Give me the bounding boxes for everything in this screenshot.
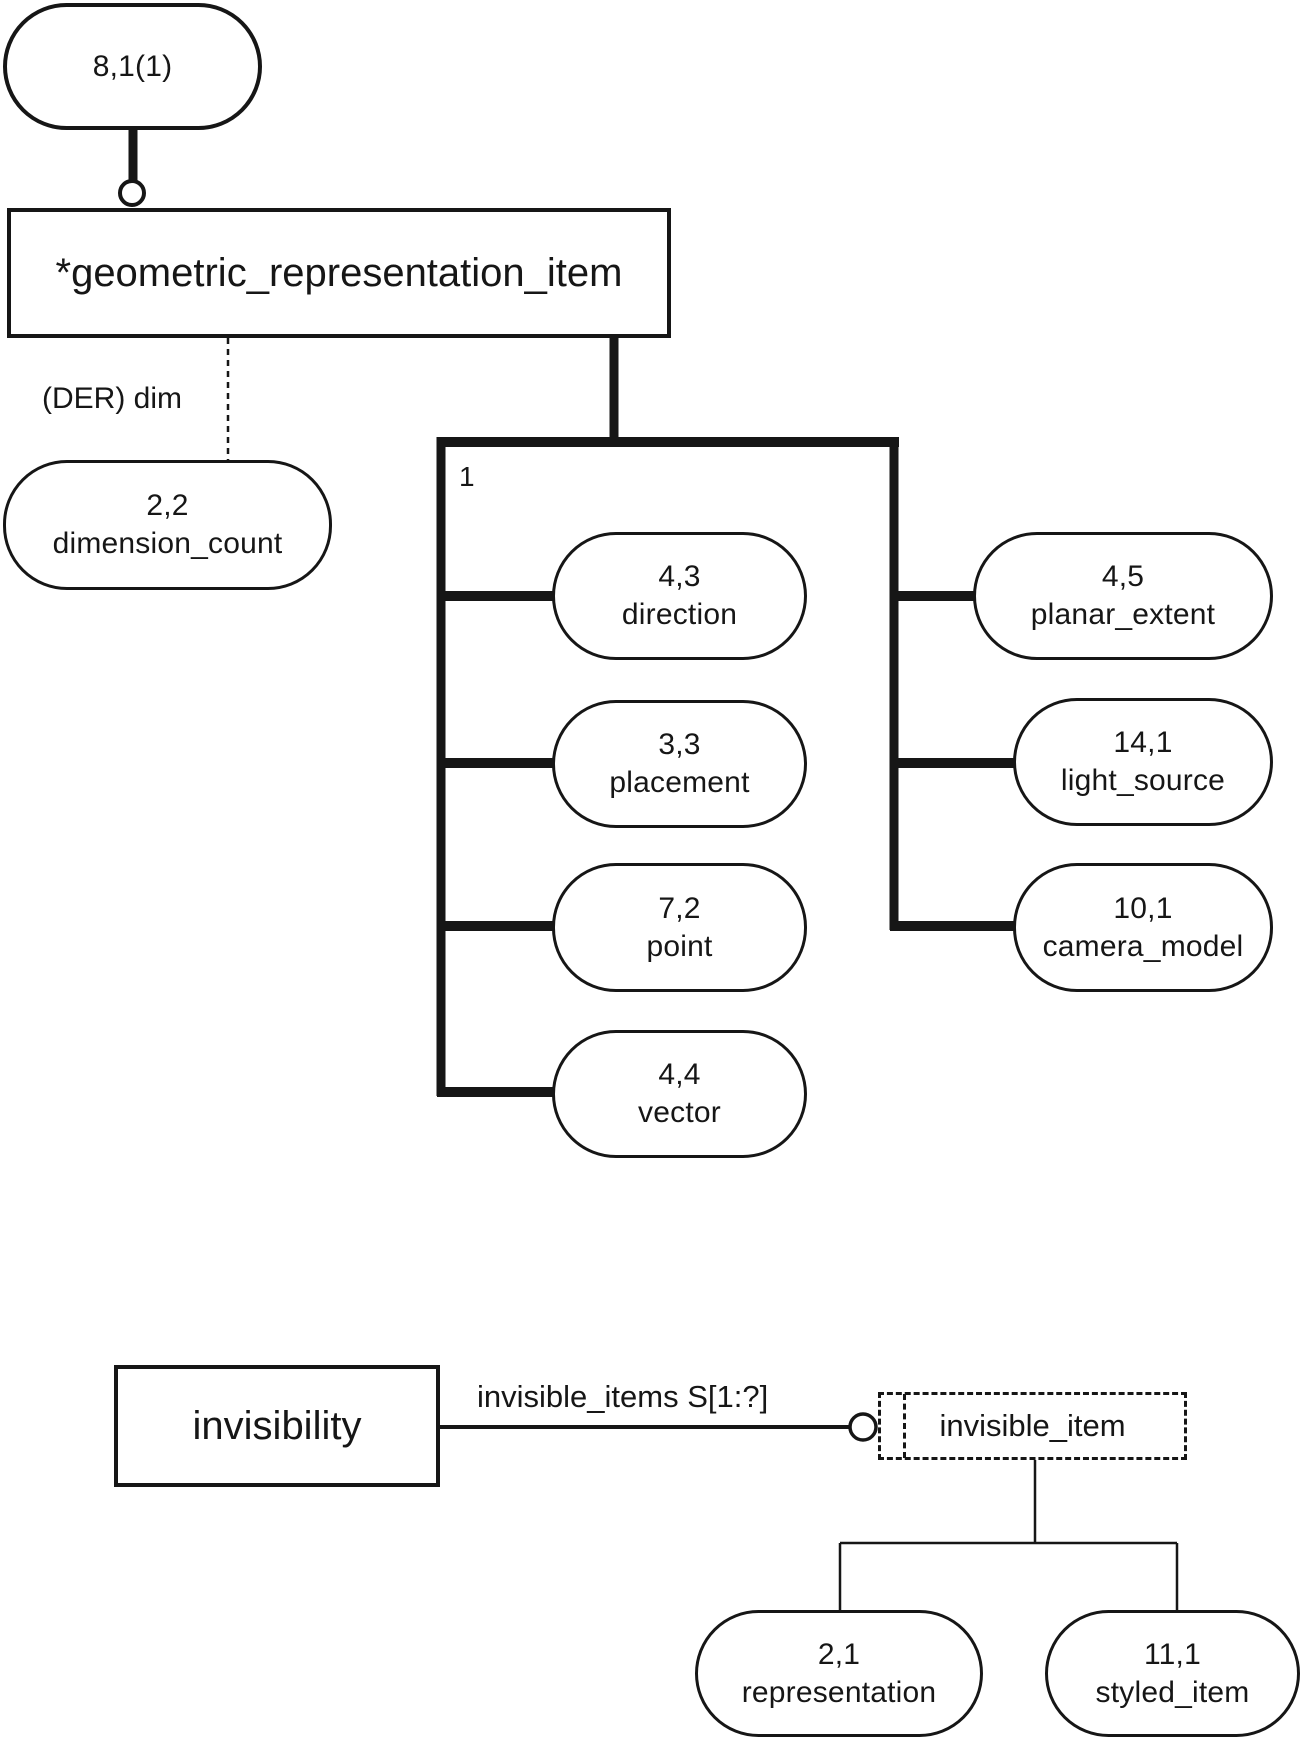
bubble-camera-model: 10,1 camera_model: [1013, 863, 1273, 992]
bubble-ref: 10,1: [1113, 891, 1173, 925]
bubble-ref: 3,3: [658, 728, 701, 761]
bubble-label: vector: [638, 1096, 721, 1129]
entity-invisibility: invisibility: [114, 1365, 440, 1487]
bubble-ref: 2,1: [817, 1637, 861, 1671]
page-ref-connection-circle: [118, 179, 146, 207]
bubble-point: 7,2 point: [552, 863, 807, 992]
bubble-styled-item: 11,1 styled_item: [1045, 1610, 1300, 1737]
select-type-label: invisible_item: [939, 1408, 1126, 1443]
derived-attribute-label: (DER) dim: [42, 382, 182, 415]
bubble-representation: 2,1 representation: [695, 1610, 983, 1737]
bubble-planar-extent: 4,5 planar_extent: [973, 532, 1273, 660]
page-ref-label: 8,1(1): [92, 49, 173, 83]
page-ref-bubble: 8,1(1): [3, 3, 262, 130]
bubble-label: planar_extent: [1030, 598, 1216, 631]
bubble-light-source: 14,1 light_source: [1013, 698, 1273, 826]
select-type-divider: [903, 1394, 906, 1458]
bubble-ref: 14,1: [1113, 726, 1173, 759]
bubble-ref: 4,3: [658, 560, 701, 593]
select-type-invisible-item: invisible_item: [878, 1392, 1187, 1460]
bubble-label: placement: [609, 766, 750, 799]
bubble-label: light_source: [1060, 764, 1226, 797]
bubble-ref: 7,2: [658, 891, 701, 925]
subtype-marker: 1: [459, 461, 475, 492]
entity-label: invisibility: [192, 1403, 362, 1448]
bubble-ref: 4,5: [1101, 560, 1145, 593]
bubble-placement: 3,3 placement: [552, 700, 807, 828]
bubble-label: direction: [621, 598, 738, 631]
entity-label: *geometric_representation_item: [55, 250, 623, 295]
bubble-ref: 11,1: [1144, 1637, 1201, 1671]
bubble-label: styled_item: [1095, 1675, 1250, 1709]
bubble-ref: 2,2: [146, 489, 189, 522]
bubble-dimension-count: 2,2 dimension_count: [3, 460, 332, 590]
invisible-items-attribute-label: invisible_items S[1:?]: [477, 1379, 769, 1414]
attribute-connection-circle: [848, 1412, 878, 1442]
bubble-label: point: [646, 929, 713, 963]
bubble-label: dimension_count: [52, 527, 283, 560]
bubble-ref: 4,4: [658, 1058, 701, 1091]
bubble-label: camera_model: [1042, 929, 1244, 963]
bubble-label: representation: [741, 1675, 937, 1709]
bubble-vector: 4,4 vector: [552, 1030, 807, 1158]
bubble-direction: 4,3 direction: [552, 532, 807, 660]
entity-geometric-representation-item: *geometric_representation_item: [7, 208, 671, 338]
